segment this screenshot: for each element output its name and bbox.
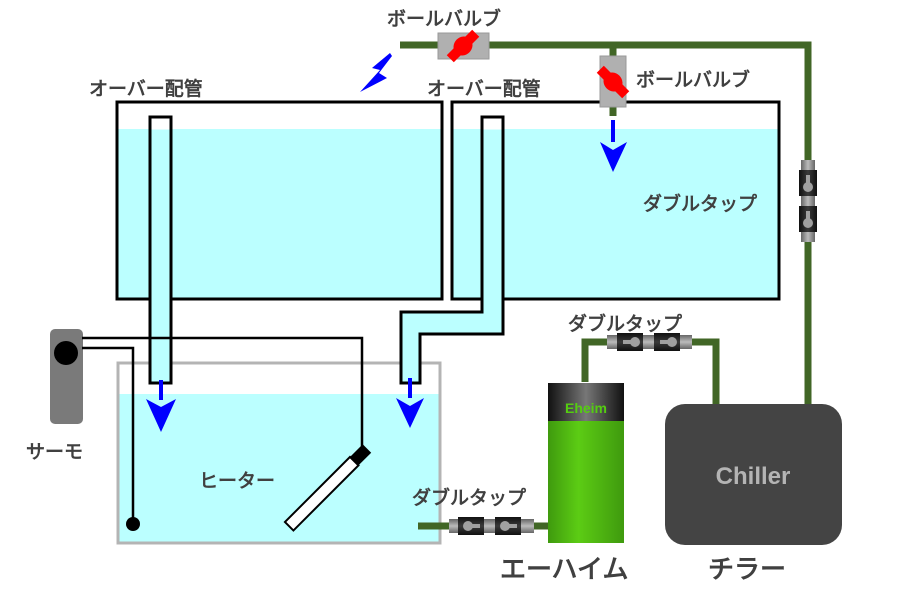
arrow-down-left-sump: [146, 380, 176, 432]
label-heater: ヒーター: [199, 470, 275, 492]
label-overflow-left: オーバー配管: [89, 77, 203, 100]
double-tap-bottom[interactable]: [449, 517, 534, 535]
label-eheim: エーハイム: [500, 555, 628, 585]
label-chiller: チラー: [708, 555, 786, 585]
label-double-tap-right: ダブルタップ: [643, 192, 758, 215]
arrow-diagonal-left-tank: [360, 53, 392, 92]
overflow-pipe-left: [148, 115, 173, 385]
water-sump: [119, 394, 439, 542]
label-double-tap-bottom: ダブルタップ: [412, 486, 527, 509]
temperature-sensor: [126, 517, 140, 531]
heater: [283, 444, 372, 532]
arrow-down-right-tank: [600, 120, 627, 172]
label-ball-valve-right: ボールバルブ: [636, 68, 750, 91]
eheim-canister: Eheim: [548, 383, 624, 543]
double-tap-vertical[interactable]: [799, 160, 817, 242]
sump-tank: [116, 361, 442, 545]
label-overflow-right: オーバー配管: [427, 77, 541, 100]
ball-valve-top[interactable]: [437, 27, 490, 65]
label-thermostat: サーモ: [26, 441, 83, 463]
double-tap-middle[interactable]: [607, 333, 692, 351]
label-double-tap-middle: ダブルタップ: [568, 312, 683, 335]
chiller-brand-label: Chiller: [716, 463, 791, 490]
overflow-pipe-right: [399, 115, 505, 385]
arrow-down-right-sump: [396, 378, 424, 428]
eheim-brand-label: Eheim: [565, 400, 607, 416]
flow-arrows: [146, 53, 627, 432]
heater-cable: [82, 336, 364, 448]
thermostat: [50, 329, 364, 531]
sensor-cable: [82, 346, 135, 522]
thermostat-dial: [54, 341, 78, 365]
ball-valve-right[interactable]: [594, 55, 632, 108]
chiller-unit: Chiller: [665, 404, 842, 545]
label-ball-valve-top: ボールバルブ: [387, 7, 501, 30]
